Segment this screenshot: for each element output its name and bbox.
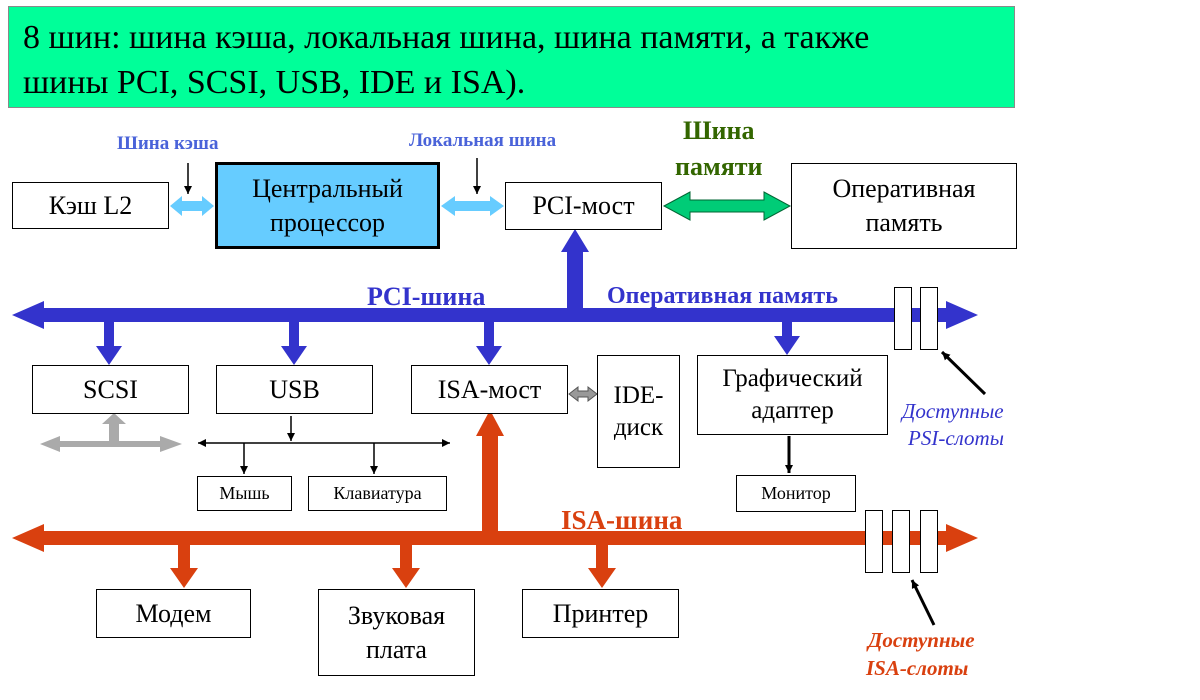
mouse-label: Мышь <box>219 483 270 503</box>
pci-ram-label: Оперативная память <box>607 283 838 309</box>
banner-line-1: 8 шин: шина кэша, локальная шина, шина п… <box>23 19 870 56</box>
cache-bus-label: Шина кэша <box>117 133 219 154</box>
graphics-adapter-box: Графический адаптер <box>697 355 888 435</box>
isa-bridge-pci-tap <box>476 320 502 365</box>
monitor-box: Монитор <box>736 475 856 512</box>
isa-bus-arrow <box>12 524 978 552</box>
memory-bus-label-line-2: памяти <box>675 152 763 181</box>
sound-card-box: Звуковая плата <box>318 589 475 676</box>
pci-bus-label: PCI-шина <box>367 282 486 311</box>
scsi-label: SCSI <box>83 374 138 404</box>
isa-slot <box>920 510 938 573</box>
pci-slot <box>894 287 912 350</box>
sound-isa-tap <box>392 543 420 588</box>
printer-box: Принтер <box>522 589 679 638</box>
printer-isa-tap <box>588 543 616 588</box>
sound-label-line-2: плата <box>366 634 427 664</box>
usb-label: USB <box>269 374 320 404</box>
local-bus-label: Локальная шина <box>409 130 557 151</box>
local-bus-arrow <box>441 196 504 216</box>
graphics-pci-tap <box>774 320 800 355</box>
cache-bus-arrow <box>170 196 214 216</box>
ide-label-line-1: IDE- <box>613 381 664 409</box>
ide-disk-box: IDE- диск <box>597 355 680 468</box>
modem-box: Модем <box>96 589 251 638</box>
ram-label-line-2: память <box>865 208 943 237</box>
ide-link-arrow <box>568 385 598 403</box>
banner-line-2: шины PCI, SCSI, USB, IDE и ISA). <box>23 64 526 101</box>
pci-slots-pointer <box>940 350 987 396</box>
ram-box: Оперативная память <box>791 163 1017 249</box>
cache-l2-label: Кэш L2 <box>48 190 133 220</box>
modem-isa-tap <box>170 543 198 588</box>
mouse-box: Мышь <box>197 476 292 511</box>
scsi-box: SCSI <box>32 365 189 414</box>
pci-bridge-box: PCI-мост <box>505 182 662 230</box>
graphics-label-line-1: Графический <box>722 365 863 392</box>
keyboard-box: Клавиатура <box>308 476 447 511</box>
cpu-label-line-2: процессор <box>269 207 386 237</box>
pci-bridge-connector <box>561 229 589 310</box>
usb-box: USB <box>216 365 373 414</box>
isa-slots-label-line-1: Доступные <box>868 628 975 652</box>
isa-slots-pointer <box>910 579 936 626</box>
scsi-bus-connector <box>102 413 126 442</box>
usb-pci-tap <box>281 320 307 365</box>
isa-bridge-box: ISA-мост <box>411 365 568 414</box>
cpu-box: Центральный процессор <box>215 162 440 249</box>
pci-slots-label-line-2: PSI-слоты <box>908 426 1004 450</box>
modem-label: Модем <box>135 598 212 628</box>
ide-label-line-2: диск <box>613 413 664 441</box>
isa-slots-label-line-2: ISA-слоты <box>866 656 969 680</box>
isa-bus-label: ISA-шина <box>561 505 683 535</box>
isa-bridge-connector <box>476 410 504 534</box>
cache-l2-box: Кэш L2 <box>12 182 169 229</box>
cpu-label-line-1: Центральный <box>252 173 403 203</box>
pci-slots-label-line-1: Доступные <box>902 399 1004 423</box>
ram-label-line-1: Оперативная <box>832 174 976 203</box>
pci-bus-arrow <box>12 301 978 329</box>
isa-slot <box>865 510 883 573</box>
memory-bus-arrow <box>662 191 792 221</box>
keyboard-label: Клавиатура <box>333 483 422 503</box>
title-banner: 8 шин: шина кэша, локальная шина, шина п… <box>8 6 1015 108</box>
scsi-bus-arrow <box>40 436 182 452</box>
memory-bus-label-line-1: Шина <box>683 116 755 145</box>
isa-bridge-label: ISA-мост <box>437 374 542 404</box>
pci-slot <box>920 287 938 350</box>
sound-label-line-1: Звуковая <box>347 600 446 630</box>
pci-bridge-label: PCI-мост <box>532 191 635 220</box>
scsi-pci-tap <box>96 320 122 365</box>
monitor-label: Монитор <box>761 483 831 503</box>
graphics-label-line-2: адаптер <box>751 397 834 424</box>
isa-slot <box>892 510 910 573</box>
printer-label: Принтер <box>552 598 649 628</box>
